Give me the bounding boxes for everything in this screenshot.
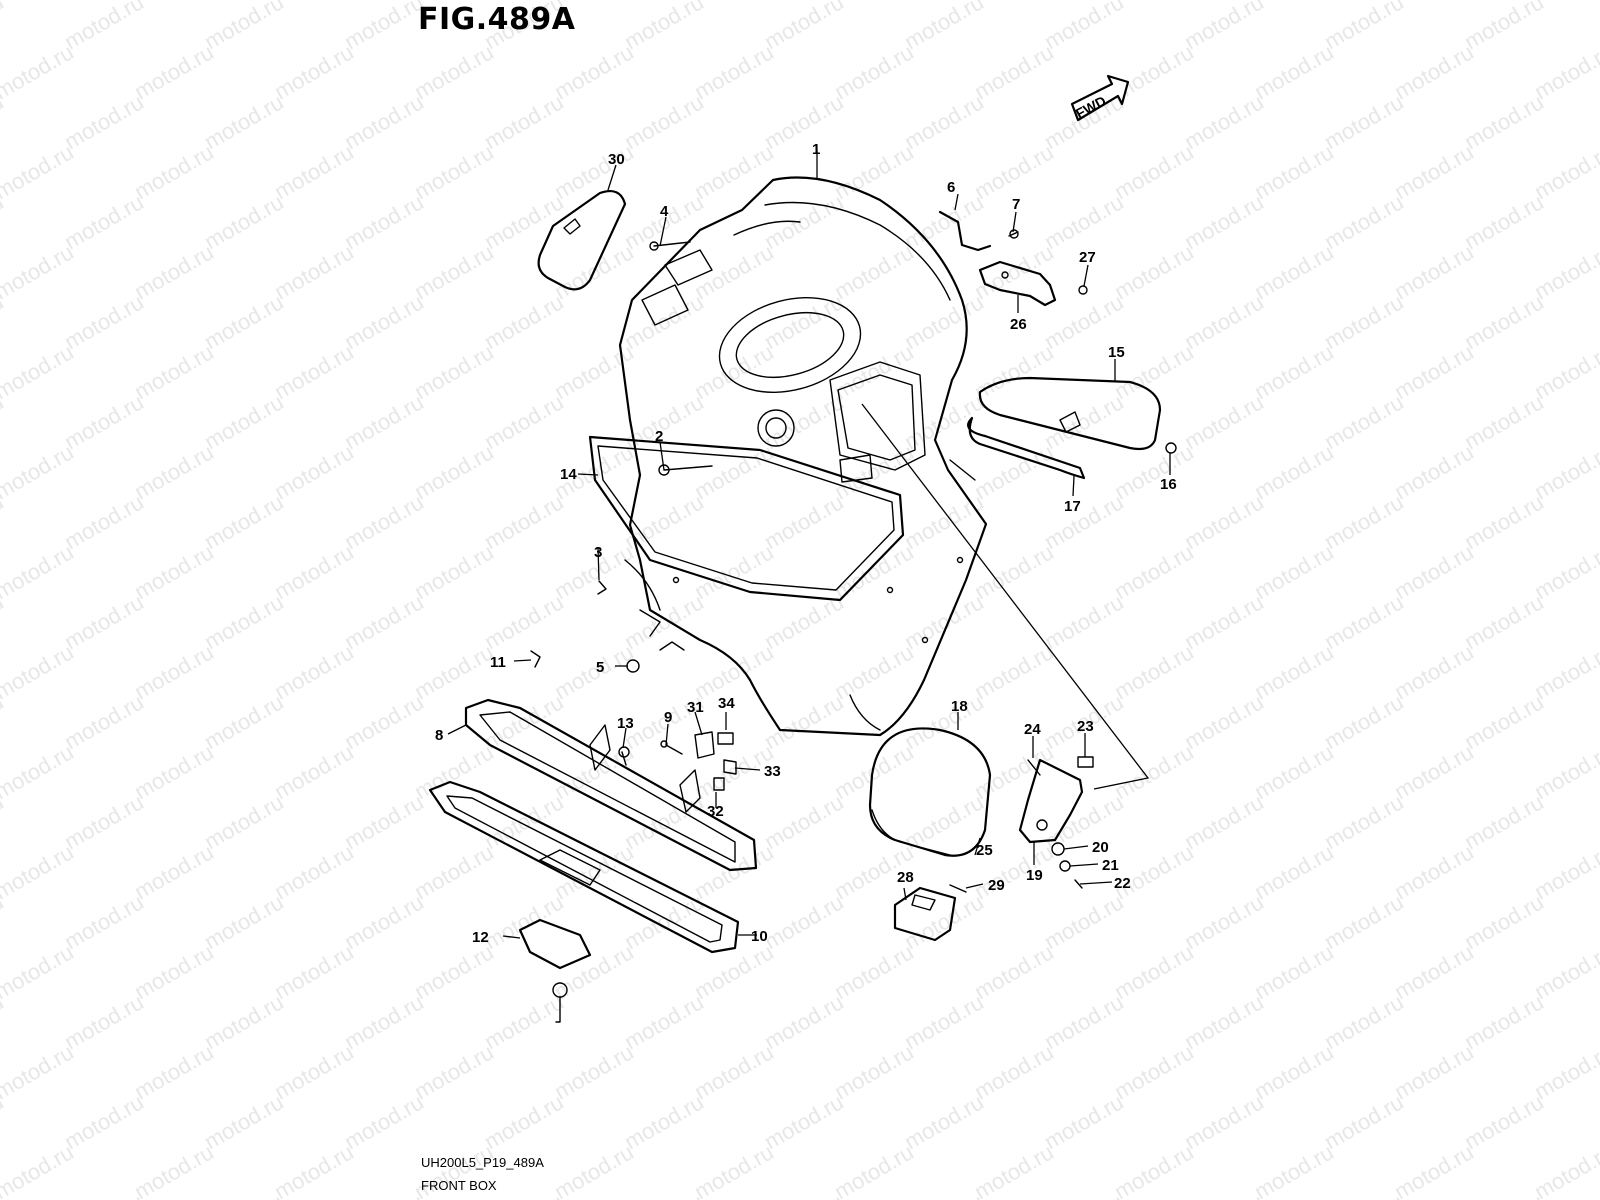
part-17-seal bbox=[967, 416, 1086, 480]
part-1-front-box-body bbox=[618, 176, 988, 737]
callout-11: 11 bbox=[490, 654, 506, 671]
callout-5: 5 bbox=[596, 659, 604, 676]
callout-15: 15 bbox=[1108, 344, 1125, 361]
callout-7: 7 bbox=[1012, 196, 1020, 213]
callout-28: 28 bbox=[897, 869, 914, 886]
part-15-inner-lid bbox=[978, 376, 1162, 451]
callout-30: 30 bbox=[608, 151, 625, 168]
callout-20: 20 bbox=[1092, 839, 1109, 856]
callout-21: 21 bbox=[1102, 857, 1119, 874]
callout-29: 29 bbox=[988, 877, 1005, 894]
callout-23: 23 bbox=[1077, 718, 1094, 735]
callout-14: 14 bbox=[560, 466, 577, 483]
callout-24: 24 bbox=[1024, 721, 1041, 738]
callout-3: 3 bbox=[594, 544, 602, 561]
callout-32: 32 bbox=[707, 803, 724, 820]
part-8-tray bbox=[464, 698, 758, 872]
part-19-hinge bbox=[1018, 758, 1084, 844]
part-12-lock-key bbox=[518, 918, 592, 1023]
callout-34: 34 bbox=[718, 695, 735, 712]
figure-name: FRONT BOX bbox=[421, 1178, 497, 1193]
callout-26: 26 bbox=[1010, 316, 1027, 333]
callout-12: 12 bbox=[472, 929, 489, 946]
part-14-gasket bbox=[588, 435, 905, 602]
callout-13: 13 bbox=[617, 715, 634, 732]
figure-title: FIG.489A bbox=[418, 2, 576, 37]
part-28-latch bbox=[893, 886, 957, 942]
callout-10: 10 bbox=[751, 928, 768, 945]
part-30-lid-panel bbox=[537, 189, 627, 291]
part-6-wire bbox=[938, 210, 992, 252]
callout-27: 27 bbox=[1079, 249, 1096, 266]
callout-8: 8 bbox=[435, 727, 443, 744]
callout-33: 33 bbox=[764, 763, 781, 780]
part-25-small-box bbox=[868, 727, 992, 857]
callout-17: 17 bbox=[1064, 498, 1081, 515]
callout-16: 16 bbox=[1160, 476, 1177, 493]
callout-2: 2 bbox=[655, 428, 663, 445]
callout-6: 6 bbox=[947, 179, 955, 196]
callout-19: 19 bbox=[1026, 867, 1043, 884]
part-26-bracket bbox=[978, 260, 1057, 307]
figure-code: UH200L5_P19_489A bbox=[421, 1155, 544, 1170]
callout-25: 25 bbox=[976, 842, 993, 859]
callout-labels: 1 2 3 4 5 6 7 8 9 10 11 12 13 14 15 16 1… bbox=[435, 141, 1177, 946]
callout-9: 9 bbox=[664, 709, 672, 726]
small-parts bbox=[530, 229, 1177, 893]
part-10-rim bbox=[428, 780, 740, 954]
callout-22: 22 bbox=[1114, 875, 1131, 892]
callout-31: 31 bbox=[687, 699, 704, 716]
fwd-arrow-icon: FWD bbox=[1070, 74, 1130, 122]
leader-lines bbox=[447, 150, 1171, 939]
callout-1: 1 bbox=[812, 141, 820, 158]
callout-18: 18 bbox=[951, 698, 968, 715]
callout-4: 4 bbox=[660, 203, 669, 220]
